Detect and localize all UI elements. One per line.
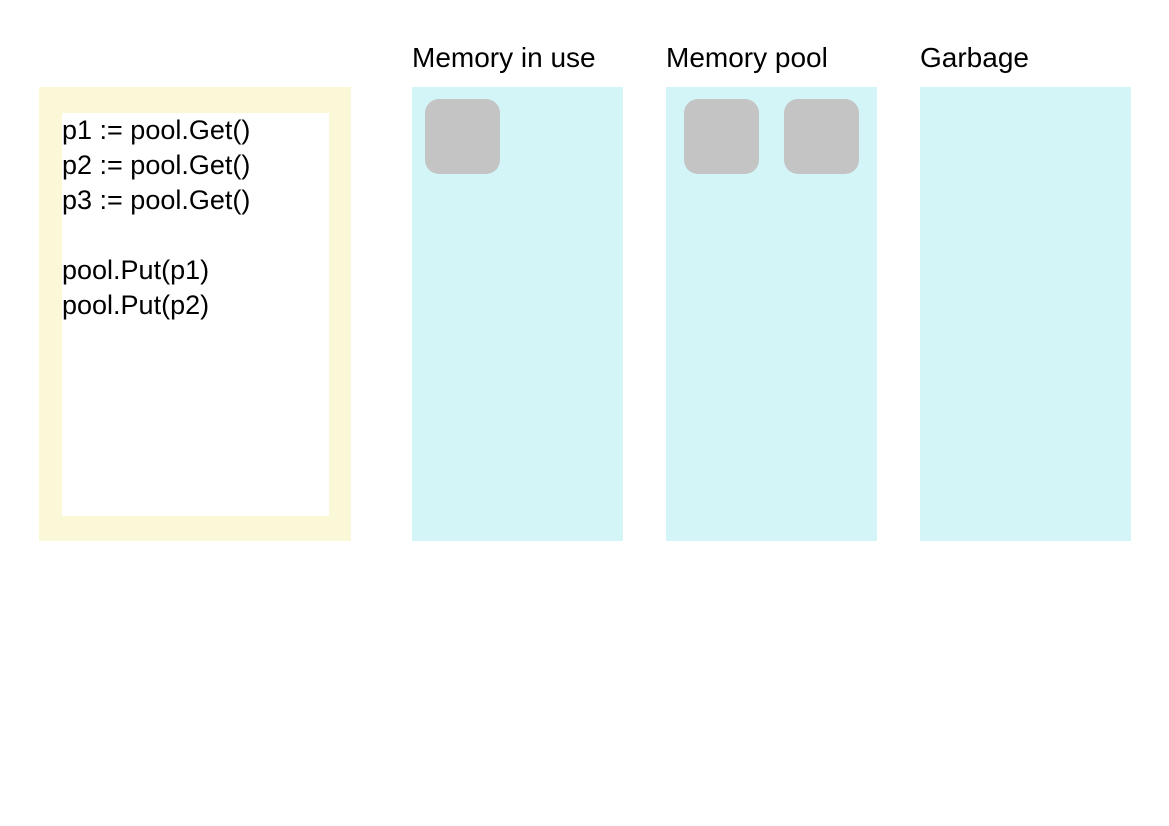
garbage-title: Garbage (920, 42, 1029, 73)
code-line-2: p2 := pool.Get() (62, 150, 251, 180)
code-panel: p1 := pool.Get() p2 := pool.Get() p3 := … (39, 87, 351, 541)
memory-pool-column (666, 87, 877, 541)
memory-pool-title: Memory pool (666, 42, 828, 73)
code-line-6: pool.Put(p2) (62, 290, 210, 320)
memory-block (784, 99, 859, 174)
code-line-5: pool.Put(p1) (62, 255, 210, 285)
memory-block (684, 99, 759, 174)
memory-block (425, 99, 500, 174)
memory-in-use-column (412, 87, 623, 541)
code-line-3: p3 := pool.Get() (62, 185, 251, 215)
garbage-column (920, 87, 1131, 541)
code-listing: p1 := pool.Get() p2 := pool.Get() p3 := … (62, 113, 329, 516)
memory-in-use-title: Memory in use (412, 42, 596, 73)
code-line-1: p1 := pool.Get() (62, 115, 251, 145)
